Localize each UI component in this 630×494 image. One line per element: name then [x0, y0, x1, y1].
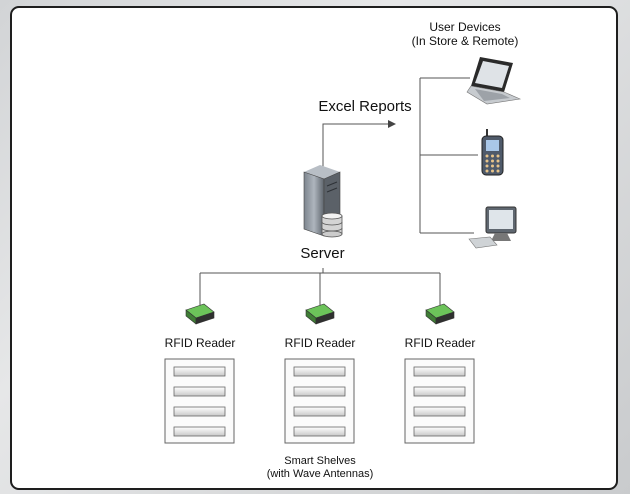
smart-shelves-title: Smart Shelves [284, 455, 356, 467]
rfid-reader-label: RFID Reader [284, 336, 356, 350]
smart-shelves-subtitle: (with Wave Antennas) [266, 468, 374, 480]
excel-reports-label: Excel Reports [318, 98, 412, 115]
rfid-reader-icon [305, 303, 335, 325]
rfid-reader-icon [425, 303, 455, 325]
desktop-computer-icon [468, 206, 517, 249]
laptop-icon [466, 57, 522, 105]
server-to-reports-line [322, 120, 396, 168]
rfid-reader-label: RFID Reader [164, 336, 236, 350]
database-icon [321, 212, 343, 238]
connector-lines [199, 77, 478, 305]
shelf-unit-icon [284, 358, 355, 444]
smart-shelves-label: Smart Shelves (with Wave Antennas) [255, 455, 385, 481]
server-icon [303, 165, 343, 238]
shelf-unit-icon [404, 358, 475, 444]
rfid-reader-label: RFID Reader [404, 336, 476, 350]
user-devices-title: User Devices [429, 20, 501, 34]
mobile-phone-icon [481, 129, 504, 176]
user-devices-subtitle: (In Store & Remote) [411, 34, 519, 48]
shelf-unit-icon [164, 358, 235, 444]
rfid-reader-icon [185, 303, 215, 325]
server-label: Server [300, 245, 345, 262]
user-devices-label: User Devices (In Store & Remote) [390, 20, 540, 48]
